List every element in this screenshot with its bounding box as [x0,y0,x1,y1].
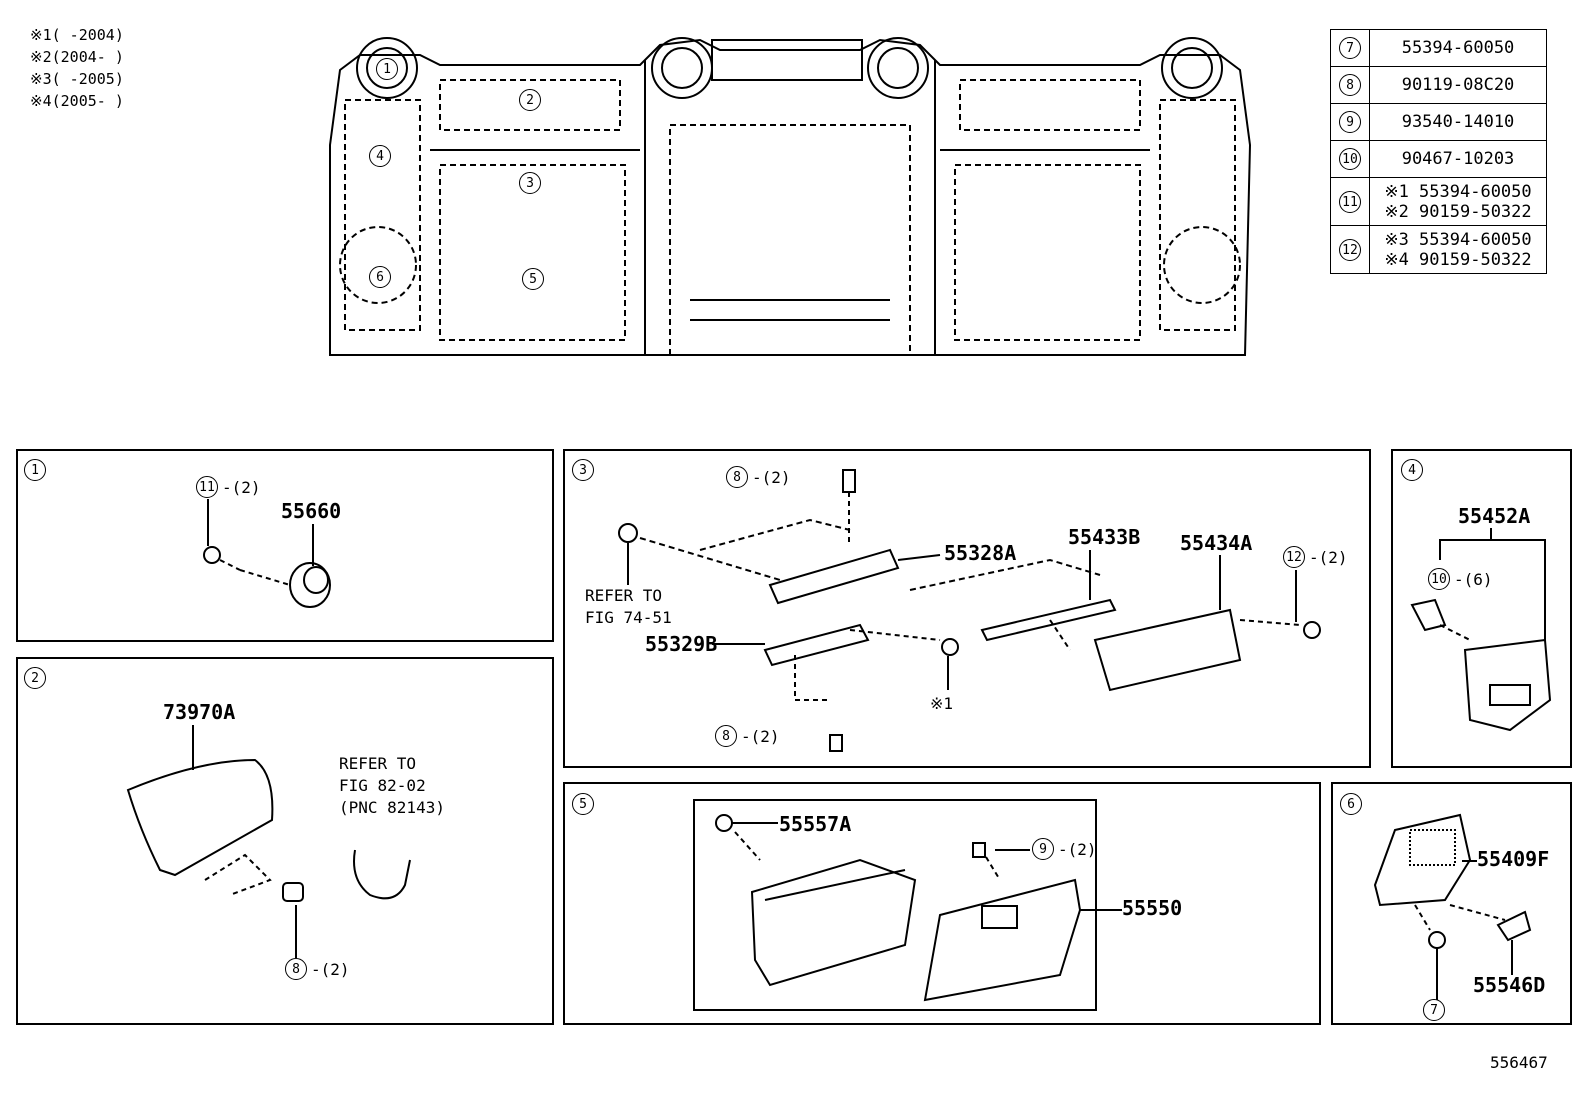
refer-note: REFER TO FIG 82-02 (PNC 82143) [339,754,445,817]
quantity-label: -(2) [1058,840,1097,859]
part-number-label: 55433B [1068,525,1141,549]
quantity-label: -(2) [1309,548,1348,567]
screw-callout: 11 [196,476,218,498]
panel-number: 1 [24,459,46,481]
legend: ※1( -2004) ※2(2004- ) ※3( -2005) ※4(2005… [30,24,124,112]
part-number-label: 55328A [944,541,1017,565]
overview-callout-1: 1 [376,58,398,80]
screw-callout-right: 12 [1283,546,1305,568]
overview-callout-2: 2 [519,89,541,111]
screw-callout-top: 8 [726,466,748,488]
part-number-label: 55434A [1180,531,1253,555]
part-number-label: 55546D [1473,973,1546,997]
screw-callout: 7 [1423,999,1445,1021]
legend-line: ※3( -2005) [30,70,124,88]
detail-panel-5 [563,782,1321,1025]
legend-line: ※4(2005- ) [30,92,124,110]
figure-id: 556467 [1490,1053,1548,1072]
panel-number: 5 [572,793,594,815]
part-number-label: 55660 [281,499,342,523]
part-number-label: 55409F [1477,847,1550,871]
quantity-label: -(2) [741,727,780,746]
detail-panel-3 [563,449,1371,768]
panel-number: 4 [1401,459,1423,481]
glove-box-group [693,799,1097,1011]
quantity-label: -(6) [1454,570,1493,589]
quantity-label: -(2) [311,960,350,979]
overview-callout-4: 4 [369,145,391,167]
part-number-label: 55452A [1458,504,1531,528]
detail-panel-4 [1391,449,1572,768]
part-number-label: 55557A [779,812,852,836]
part-number-label: 55550 [1122,896,1183,920]
note-mark: ※1 [930,694,954,713]
panel-number: 2 [24,667,46,689]
detail-panel-6 [1331,782,1572,1025]
overview-callout-3: 3 [519,172,541,194]
detail-panel-2 [16,657,554,1025]
legend-line: ※1( -2004) [30,26,124,44]
screw-callout: 8 [285,958,307,980]
table-row: 12※3 55394-60050※4 90159-50322 [1330,225,1547,274]
screw-callout: 9 [1032,838,1054,860]
legend-line: ※2(2004- ) [30,48,124,66]
panel-number: 3 [572,459,594,481]
quantity-label: -(2) [752,468,791,487]
detail-panel-1 [16,449,554,642]
screw-callout: 10 [1428,568,1450,590]
quantity-label: -(2) [222,478,261,497]
refer-note: REFER TO FIG 74-51 [585,586,672,627]
panel-number: 6 [1340,793,1362,815]
screw-callout-bottom: 8 [715,725,737,747]
overview-callout-6: 6 [369,266,391,288]
overview-callout-5: 5 [522,268,544,290]
part-number-label: 73970A [163,700,236,724]
part-number-label: 55329B [645,632,718,656]
table-row: 11※1 55394-60050※2 90159-50322 [1330,177,1547,226]
